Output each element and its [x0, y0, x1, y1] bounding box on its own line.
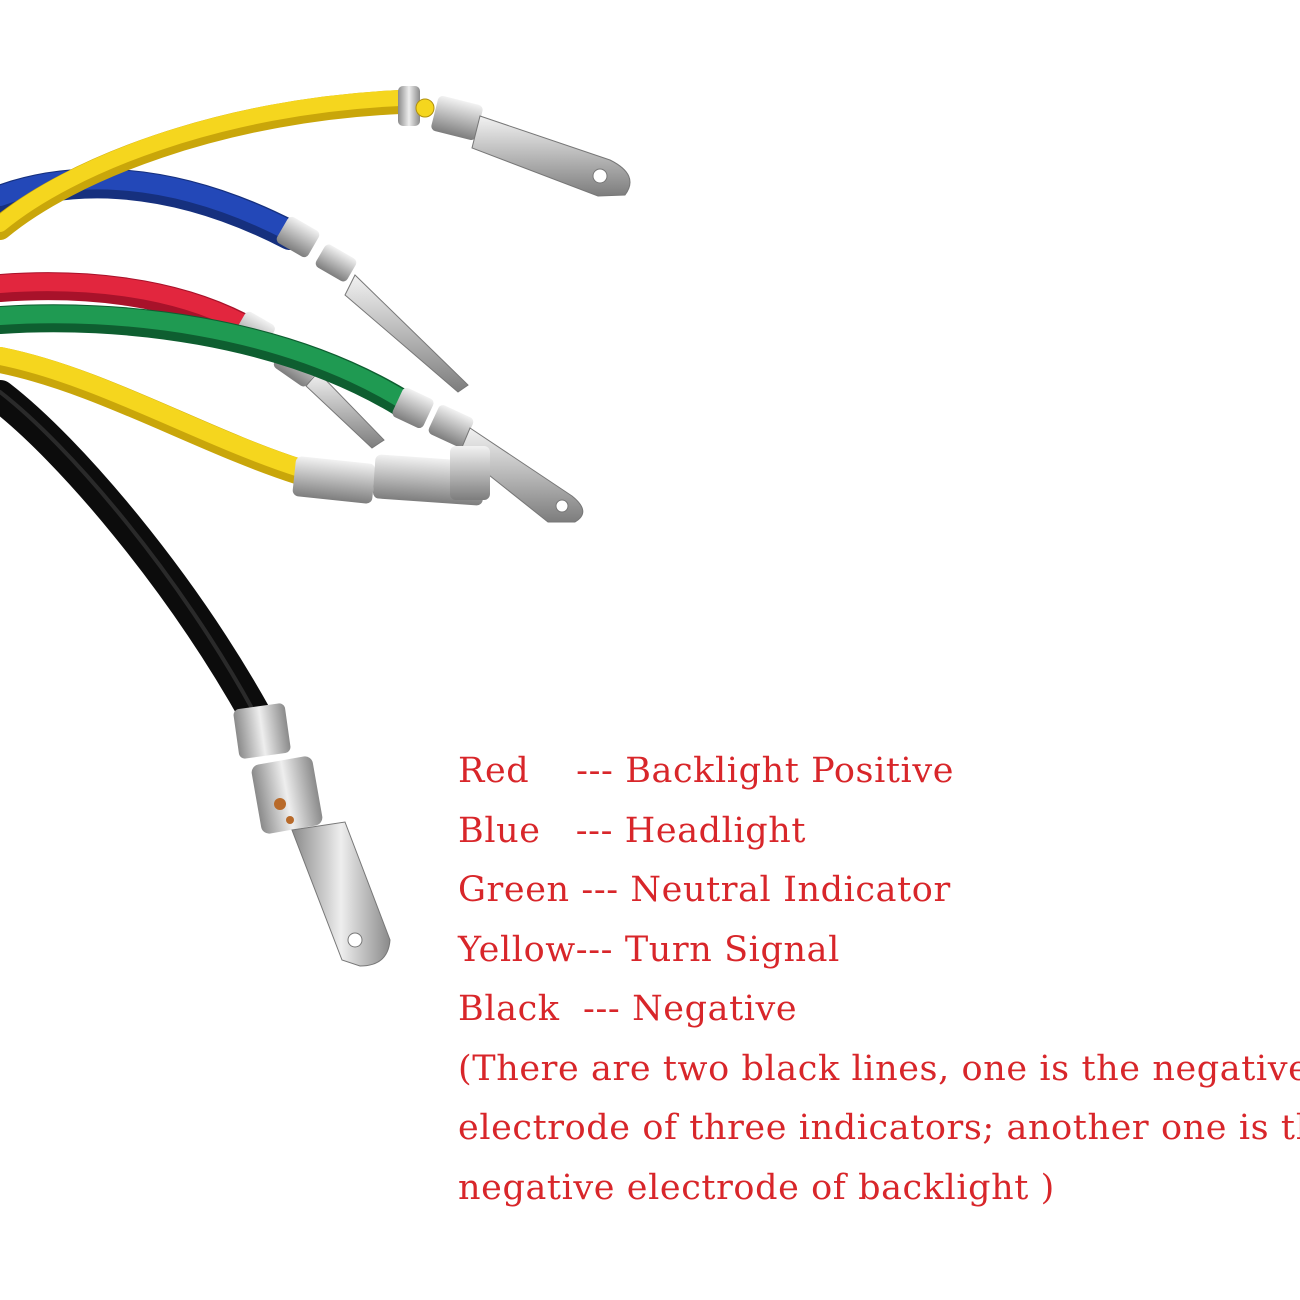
- legend-separator: ---: [559, 989, 633, 1029]
- legend-separator: ---: [569, 870, 631, 910]
- black-lines-note: (There are two black lines, one is the n…: [458, 1040, 1300, 1219]
- note-line: electrode of three indicators; another o…: [458, 1108, 1300, 1148]
- yellow-wire-top-terminal: [398, 86, 631, 197]
- yellow-wire-top: [0, 86, 631, 240]
- legend-row-red: Red --- Backlight Positive: [458, 742, 1288, 802]
- legend-meaning: Headlight: [624, 810, 807, 851]
- yellow-wire-bottom: [0, 347, 490, 506]
- blue-wire: [0, 168, 469, 393]
- legend-color-name: Red: [458, 751, 530, 791]
- note-line: negative electrode of backlight ): [458, 1167, 1055, 1208]
- legend-meaning: Neutral Indicator: [630, 870, 951, 910]
- black-wire-terminal: [233, 703, 391, 967]
- legend-color-name: Green: [458, 870, 570, 910]
- legend-row-black: Black --- Negative: [458, 980, 1288, 1040]
- legend-separator: ---: [575, 929, 625, 970]
- legend-color-name: Blue: [458, 810, 541, 851]
- legend-separator: ---: [540, 810, 625, 851]
- note-line: (There are two black lines, one is the n…: [458, 1048, 1300, 1089]
- legend-row-blue: Blue --- Headlight: [458, 802, 1288, 862]
- legend-meaning: Backlight Positive: [625, 751, 955, 791]
- blue-wire-terminal: [276, 216, 469, 393]
- legend-row-yellow: Yellow--- Turn Signal: [458, 921, 1288, 981]
- yellow-wire-bottom-terminal: [292, 446, 490, 506]
- legend-color-name: Yellow: [458, 929, 576, 970]
- wire-color-legend: Red --- Backlight Positive Blue --- Head…: [458, 742, 1300, 1219]
- legend-separator: ---: [529, 751, 626, 791]
- legend-meaning: Turn Signal: [624, 929, 840, 970]
- legend-row-green: Green --- Neutral Indicator: [458, 861, 1288, 921]
- black-wire: [0, 380, 391, 967]
- green-wire: [0, 304, 584, 523]
- legend-color-name: Black: [458, 989, 560, 1029]
- legend-meaning: Negative: [632, 989, 798, 1029]
- green-wire-terminal: [392, 387, 584, 523]
